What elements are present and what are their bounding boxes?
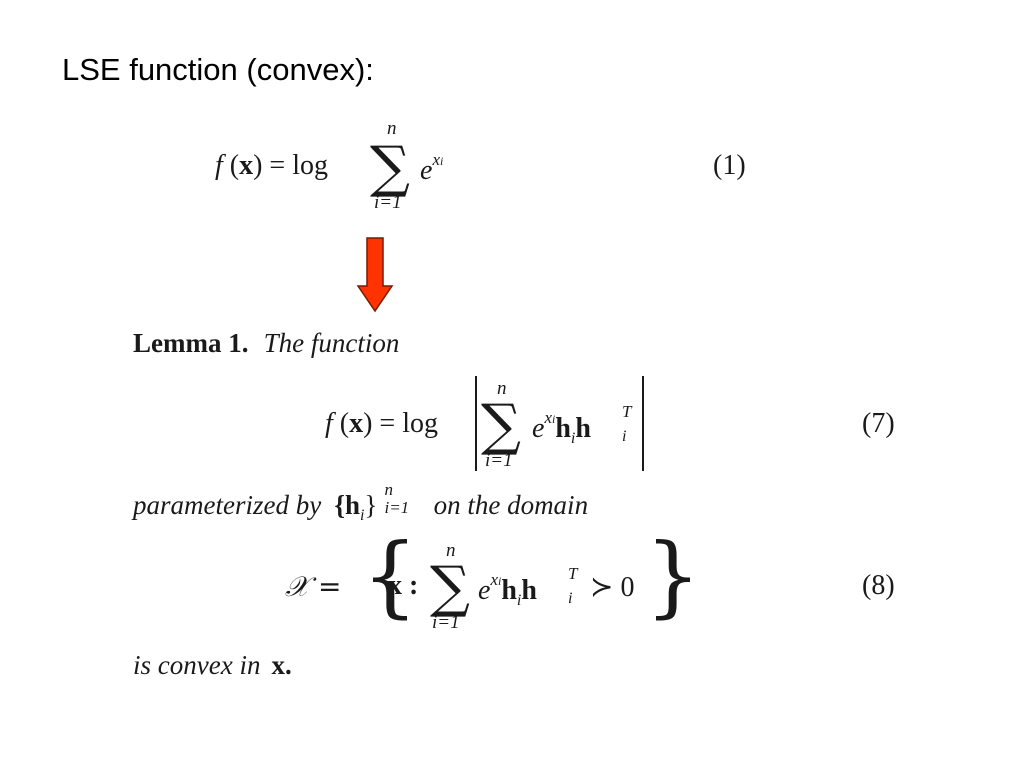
lemma-intro: Lemma 1. The function [133, 328, 399, 359]
lemma-intro-text: The function [263, 328, 400, 358]
eq1-sum-lower: i=1 [374, 192, 402, 213]
equation-number-8: (8) [862, 570, 895, 601]
conclusion-line: is convex in x. [133, 650, 292, 680]
determinant-bar-right [642, 376, 644, 471]
equation-number-7: (7) [862, 408, 895, 439]
slide-heading: LSE function (convex): [62, 52, 374, 87]
eq7-sum-symbol: ∑ [481, 393, 521, 458]
lemma-title: Lemma 1. [133, 328, 249, 358]
down-arrow-icon [356, 237, 394, 313]
left-brace: { [362, 524, 418, 627]
determinant-bar-left [475, 376, 477, 471]
right-brace: } [645, 524, 701, 627]
eq8-sum-symbol: ∑ [430, 555, 470, 620]
eq1-sum-symbol: ∑ [370, 135, 410, 200]
equation-number-1: (1) [713, 150, 746, 181]
eq1-sum-upper: n [387, 118, 397, 139]
parameterized-line: parameterized by {hi} n i=1 on the domai… [133, 480, 589, 524]
